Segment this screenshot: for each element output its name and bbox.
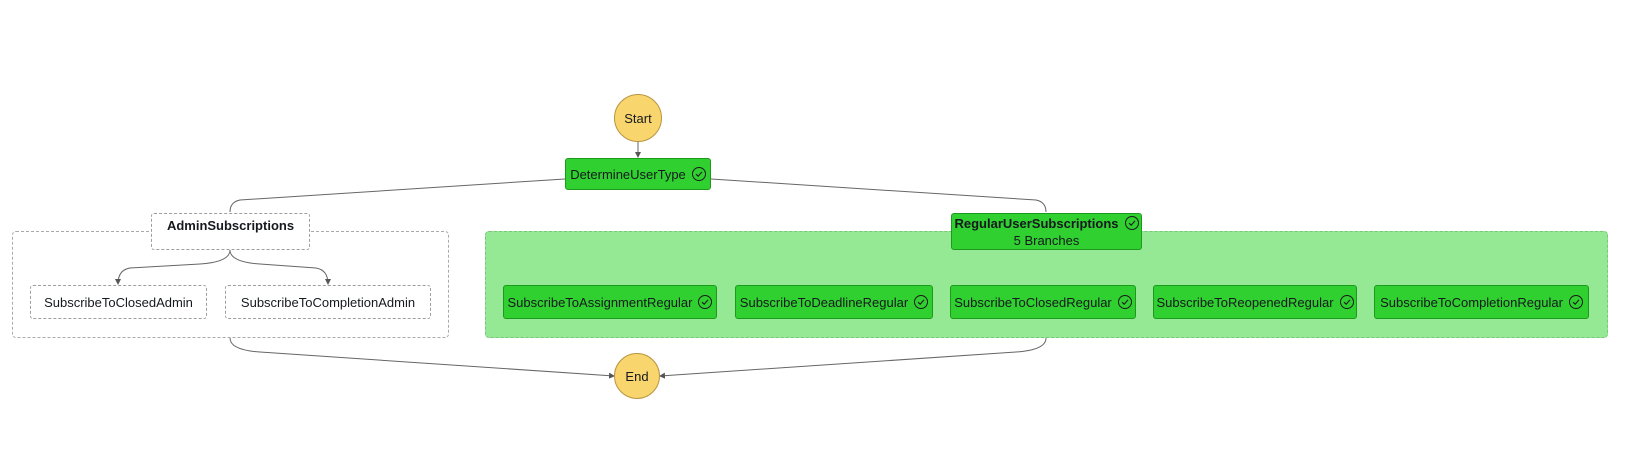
edge-admin-to-completion — [229, 249, 331, 285]
subscribe-to-closed-admin-state[interactable]: SubscribeToClosedAdmin — [30, 285, 207, 319]
edge-determine-to-admin — [229, 178, 566, 213]
subscribe-to-deadline-regular-state[interactable]: SubscribeToDeadlineRegular — [735, 285, 933, 319]
branch-label: SubscribeToDeadlineRegular — [739, 294, 909, 310]
end-node[interactable]: End — [614, 353, 660, 399]
start-node[interactable]: Start — [614, 94, 662, 142]
branch-label: SubscribeToCompletionRegular — [1380, 294, 1563, 310]
edge-determine-to-regular — [710, 178, 1047, 213]
edge-admin-to-end — [229, 337, 615, 379]
branch-label: SubscribeToCompletionAdmin — [240, 294, 416, 310]
subscribe-to-completion-admin-state[interactable]: SubscribeToCompletionAdmin — [225, 285, 431, 319]
determine-user-type-state[interactable]: DetermineUserType — [565, 158, 711, 190]
subscribe-to-completion-regular-state[interactable]: SubscribeToCompletionRegular — [1374, 285, 1589, 319]
subscribe-to-assignment-regular-state[interactable]: SubscribeToAssignmentRegular — [503, 285, 717, 319]
check-circle-icon — [914, 295, 929, 309]
check-circle-icon — [691, 167, 706, 181]
determine-user-type-label: DetermineUserType — [570, 166, 686, 182]
branch-label: SubscribeToAssignmentRegular — [507, 294, 693, 310]
admin-subscriptions-state[interactable]: AdminSubscriptions — [151, 213, 310, 250]
edge-admin-to-closed — [115, 249, 231, 285]
admin-subscriptions-label: AdminSubscriptions — [166, 218, 295, 233]
start-label: Start — [624, 110, 652, 126]
branch-label: SubscribeToClosedAdmin — [44, 294, 193, 310]
check-circle-icon — [1117, 295, 1132, 309]
check-circle-icon — [1568, 295, 1583, 309]
regular-user-subscriptions-state[interactable]: RegularUserSubscriptions 5 Branches — [951, 213, 1142, 250]
subscribe-to-reopened-regular-state[interactable]: SubscribeToReopenedRegular — [1153, 285, 1357, 319]
check-circle-icon — [1339, 295, 1354, 309]
regular-user-subscriptions-label: RegularUserSubscriptions — [954, 215, 1119, 231]
end-label: End — [625, 368, 649, 384]
branch-label: SubscribeToReopenedRegular — [1156, 294, 1334, 310]
branch-count-label: 5 Branches — [1013, 232, 1080, 248]
check-circle-icon — [698, 295, 713, 309]
subscribe-to-closed-regular-state[interactable]: SubscribeToClosedRegular — [950, 285, 1136, 319]
check-circle-icon — [1124, 216, 1139, 230]
edge-regular-to-end — [659, 337, 1047, 379]
branch-label: SubscribeToClosedRegular — [954, 294, 1112, 310]
